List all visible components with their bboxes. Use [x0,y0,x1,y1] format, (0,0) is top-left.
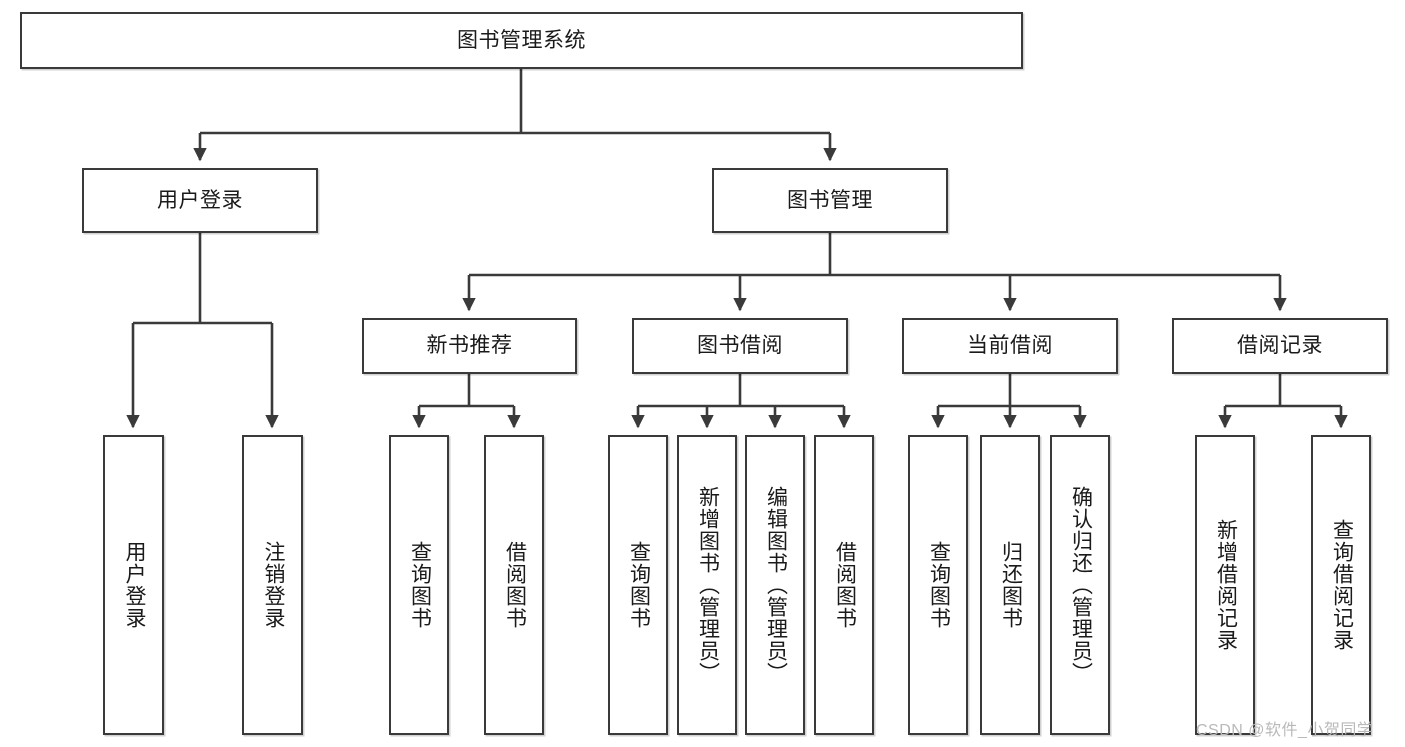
node-leaf-user-logout[interactable]: 注销登录 [242,435,303,735]
node-leaf-borrow-book-recommend[interactable]: 借阅图书 [484,435,544,735]
node-root[interactable]: 图书管理系统 [20,12,1023,69]
node-leaf-query-borrow-record-label: 查询借阅记录 [1330,519,1354,651]
node-current-borrow[interactable]: 当前借阅 [902,318,1118,374]
node-leaf-confirm-return[interactable]: 确认归还（管理员） [1050,435,1110,735]
node-leaf-add-borrow-record[interactable]: 新增借阅记录 [1195,435,1255,735]
node-user-login[interactable]: 用户登录 [82,168,318,233]
node-borrow-record-label: 借阅记录 [1237,334,1323,358]
node-leaf-confirm-return-label: 确认归还（管理员） [1069,486,1093,684]
node-leaf-edit-book[interactable]: 编辑图书（管理员） [745,435,805,735]
node-leaf-query-book-current-label: 查询图书 [927,541,951,629]
node-leaf-user-login-label: 用户登录 [122,541,146,629]
node-leaf-query-borrow-record[interactable]: 查询借阅记录 [1311,435,1371,735]
node-new-book-recommend-label: 新书推荐 [426,334,513,358]
node-leaf-user-login[interactable]: 用户登录 [103,435,164,735]
node-book-management[interactable]: 图书管理 [712,168,948,233]
node-leaf-return-book-label: 归还图书 [999,541,1023,629]
node-new-book-recommend[interactable]: 新书推荐 [362,318,577,374]
node-leaf-borrow-book[interactable]: 借阅图书 [814,435,874,735]
node-leaf-query-book-borrow[interactable]: 查询图书 [608,435,668,735]
node-user-login-label: 用户登录 [157,188,243,212]
node-leaf-add-borrow-record-label: 新增借阅记录 [1214,519,1238,651]
node-leaf-user-logout-label: 注销登录 [261,541,285,629]
node-leaf-query-book-recommend[interactable]: 查询图书 [389,435,449,735]
node-borrow-record[interactable]: 借阅记录 [1172,318,1388,374]
node-leaf-borrow-book-label: 借阅图书 [833,541,857,629]
node-leaf-query-book-current[interactable]: 查询图书 [908,435,968,735]
node-book-borrow-label: 图书借阅 [697,334,783,358]
node-leaf-return-book[interactable]: 归还图书 [980,435,1040,735]
node-leaf-edit-book-label: 编辑图书（管理员） [764,486,788,684]
node-leaf-query-book-recommend-label: 查询图书 [408,541,432,629]
node-current-borrow-label: 当前借阅 [967,334,1053,358]
node-root-label: 图书管理系统 [457,28,586,52]
node-book-management-label: 图书管理 [787,188,873,212]
node-leaf-query-book-borrow-label: 查询图书 [627,541,651,629]
node-leaf-add-book[interactable]: 新增图书（管理员） [677,435,737,735]
node-leaf-borrow-book-recommend-label: 借阅图书 [503,541,527,629]
node-book-borrow[interactable]: 图书借阅 [632,318,848,374]
node-leaf-add-book-label: 新增图书（管理员） [696,486,720,684]
